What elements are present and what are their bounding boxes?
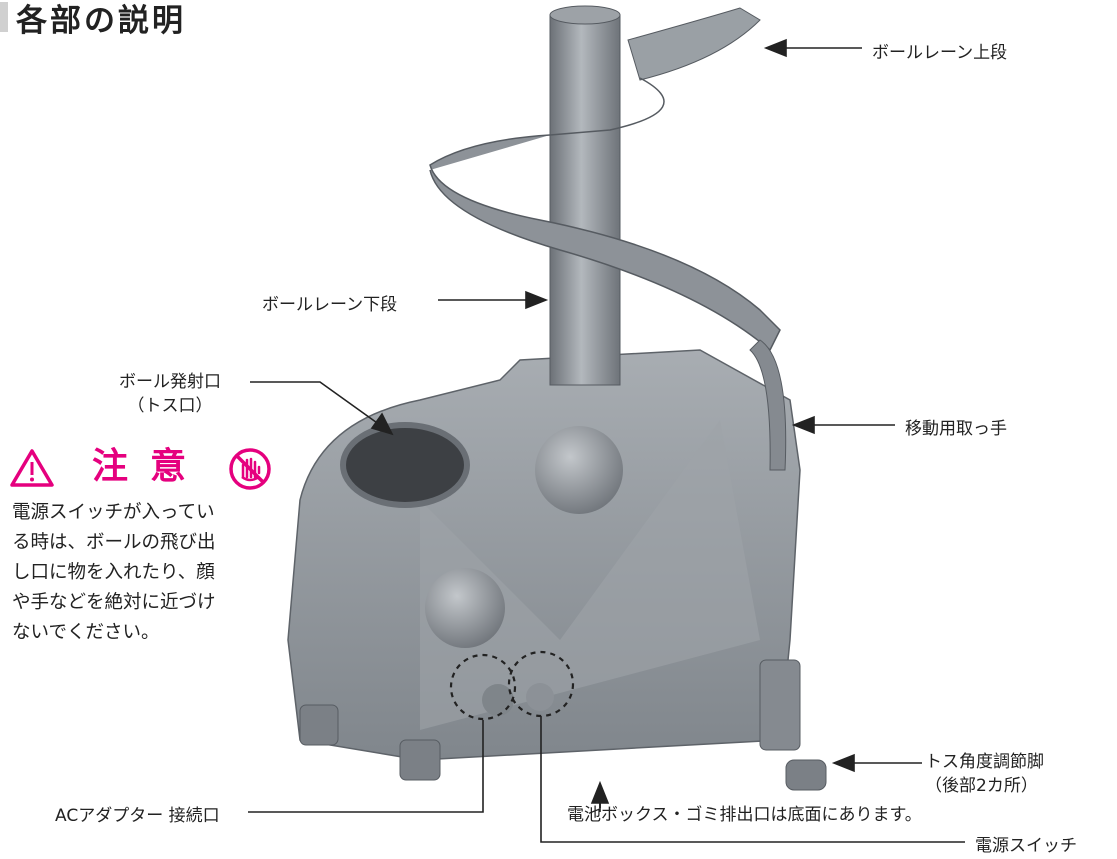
warning-heading: 注意 (10, 445, 278, 493)
label-launch-port-main: ボール発射口 (119, 372, 221, 392)
label-power-switch: 電源スイッチ (975, 836, 1077, 856)
page-title: 各部の説明 (0, 0, 186, 39)
warning-text: 電源スイッチが入ってい る時は、ボールの飛び出 し口に物を入れたり、顔 や手など… (12, 498, 280, 648)
label-battery-box: 電池ボックス・ゴミ排出口は底面にあります。 (567, 805, 922, 825)
label-upper-lane: ボールレーン上段 (872, 43, 1008, 63)
warning-line: る時は、ボールの飛び出 (12, 532, 216, 553)
label-ac-port: ACアダプター 接続口 (55, 806, 220, 826)
label-launch-port: ボール発射口 （トス口） (95, 370, 245, 418)
label-launch-port-sub: （トス口） (127, 396, 213, 416)
no-hand-icon (229, 448, 271, 490)
label-toss-foot-sub: （後部2カ所） (925, 776, 1038, 796)
warning-line: や手などを絶対に近づけ (12, 592, 216, 613)
warning-line: ないでください。 (12, 622, 160, 643)
warning-heading-text: 注意 (92, 446, 209, 487)
title-accent-bar (0, 2, 8, 32)
ac-port-marker (449, 653, 517, 721)
warning-triangle-icon (10, 449, 54, 487)
label-toss-foot-main: トス角度調節脚 (925, 752, 1044, 772)
warning-line: 電源スイッチが入ってい (12, 502, 215, 523)
label-handle: 移動用取っ手 (905, 419, 1007, 439)
warning-line: し口に物を入れたり、顔 (12, 562, 215, 583)
title-text: 各部の説明 (16, 2, 186, 39)
label-toss-foot: トス角度調節脚 （後部2カ所） (925, 750, 1085, 798)
label-lower-lane: ボールレーン下段 (262, 295, 398, 315)
